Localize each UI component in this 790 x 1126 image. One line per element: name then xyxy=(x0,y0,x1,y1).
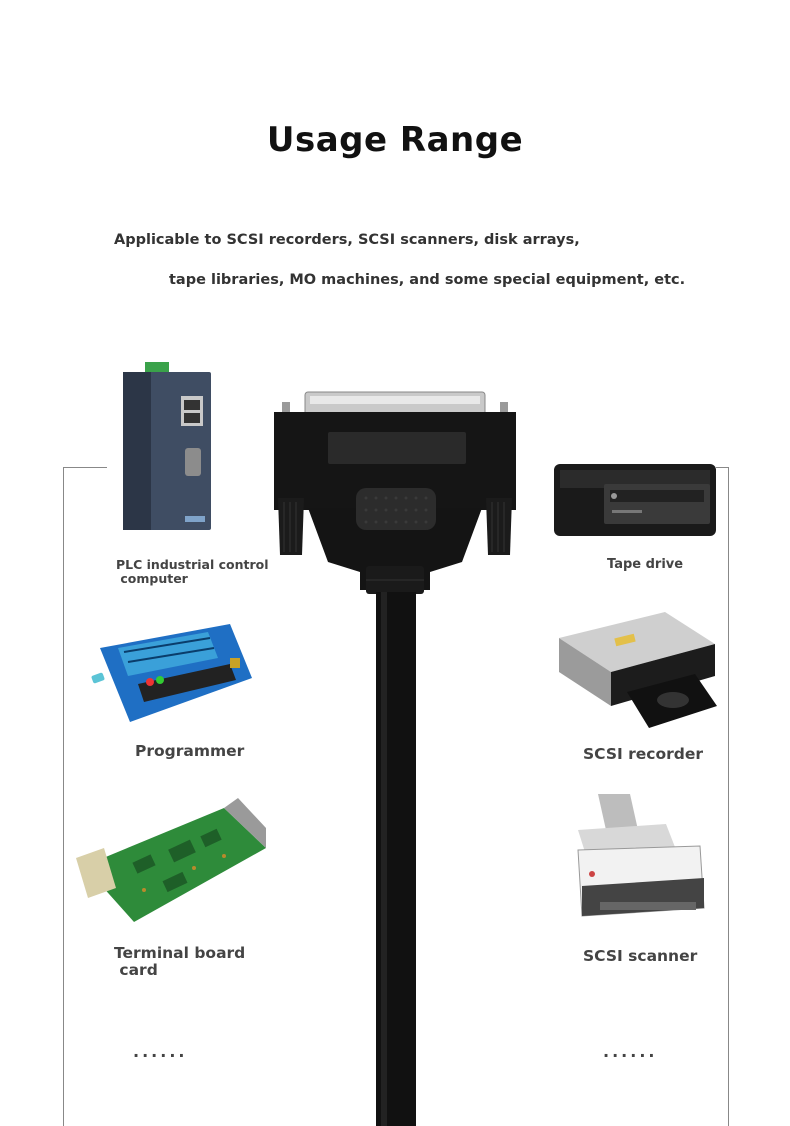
terminal-board-label: Terminal board card xyxy=(114,944,246,980)
scsi-recorder-icon xyxy=(559,612,717,728)
right-frame-top-line xyxy=(716,467,729,468)
plc-label-line-2: computer xyxy=(116,570,188,586)
tape-drive-icon xyxy=(554,464,716,536)
programmer-board-icon xyxy=(91,624,252,722)
subtitle-line-2: tape libraries, MO machines, and some sp… xyxy=(169,272,686,288)
terminal-board-label-line-2: card xyxy=(114,961,158,980)
more-devices-right: ...... xyxy=(603,1042,658,1061)
right-frame-vertical-line xyxy=(728,467,729,1126)
programmer-label: Programmer xyxy=(135,742,245,760)
left-frame-vertical-line xyxy=(63,467,64,1126)
more-devices-left: ...... xyxy=(133,1042,188,1061)
plc-label-line-1: PLC industrial control xyxy=(116,557,269,572)
scsi-scanner-label: SCSI scanner xyxy=(583,947,698,965)
left-frame-top-line xyxy=(63,467,107,468)
terminal-board-label-line-1: Terminal board xyxy=(114,944,246,962)
scsi-recorder-label: SCSI recorder xyxy=(583,745,704,763)
scsi-scanner-icon xyxy=(577,794,705,917)
page-title: Usage Range xyxy=(266,120,524,160)
plc-computer-icon xyxy=(123,362,211,530)
plc-label: PLC industrial control computer xyxy=(116,558,269,586)
terminal-board-card-icon xyxy=(76,798,266,922)
subtitle-line-1: Applicable to SCSI recorders, SCSI scann… xyxy=(114,232,580,248)
db-connector-cable-icon xyxy=(274,391,516,1126)
tape-drive-label: Tape drive xyxy=(607,557,684,572)
